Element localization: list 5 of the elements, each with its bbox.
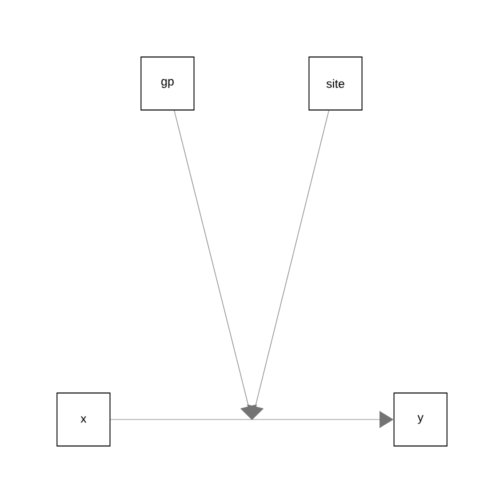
variable-box: site bbox=[308, 56, 362, 110]
variable-box: x bbox=[56, 392, 110, 446]
arrow bbox=[247, 110, 330, 420]
variable-box: y bbox=[394, 392, 448, 446]
variable-box: gp bbox=[140, 56, 194, 110]
